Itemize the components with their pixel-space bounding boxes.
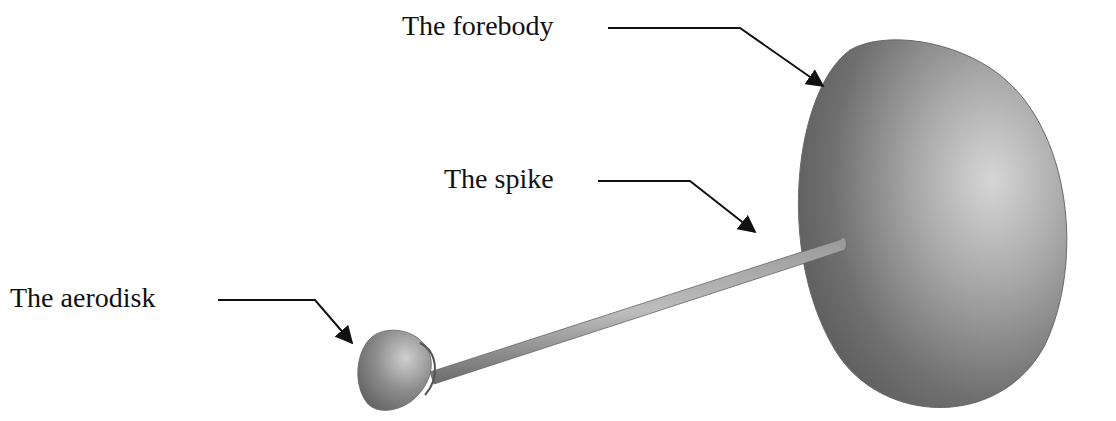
- leader-line: [218, 300, 352, 343]
- part-label: The forebody: [402, 10, 554, 42]
- part-label: The aerodisk: [10, 282, 155, 314]
- forebody: [798, 40, 1066, 408]
- spike-root: [840, 238, 846, 250]
- aerodisk-rim: [420, 343, 435, 395]
- leader-line: [598, 181, 755, 232]
- spike: [430, 239, 845, 384]
- part-label: The spike: [444, 163, 554, 195]
- leader-line: [608, 28, 823, 86]
- aerodisk: [358, 330, 432, 410]
